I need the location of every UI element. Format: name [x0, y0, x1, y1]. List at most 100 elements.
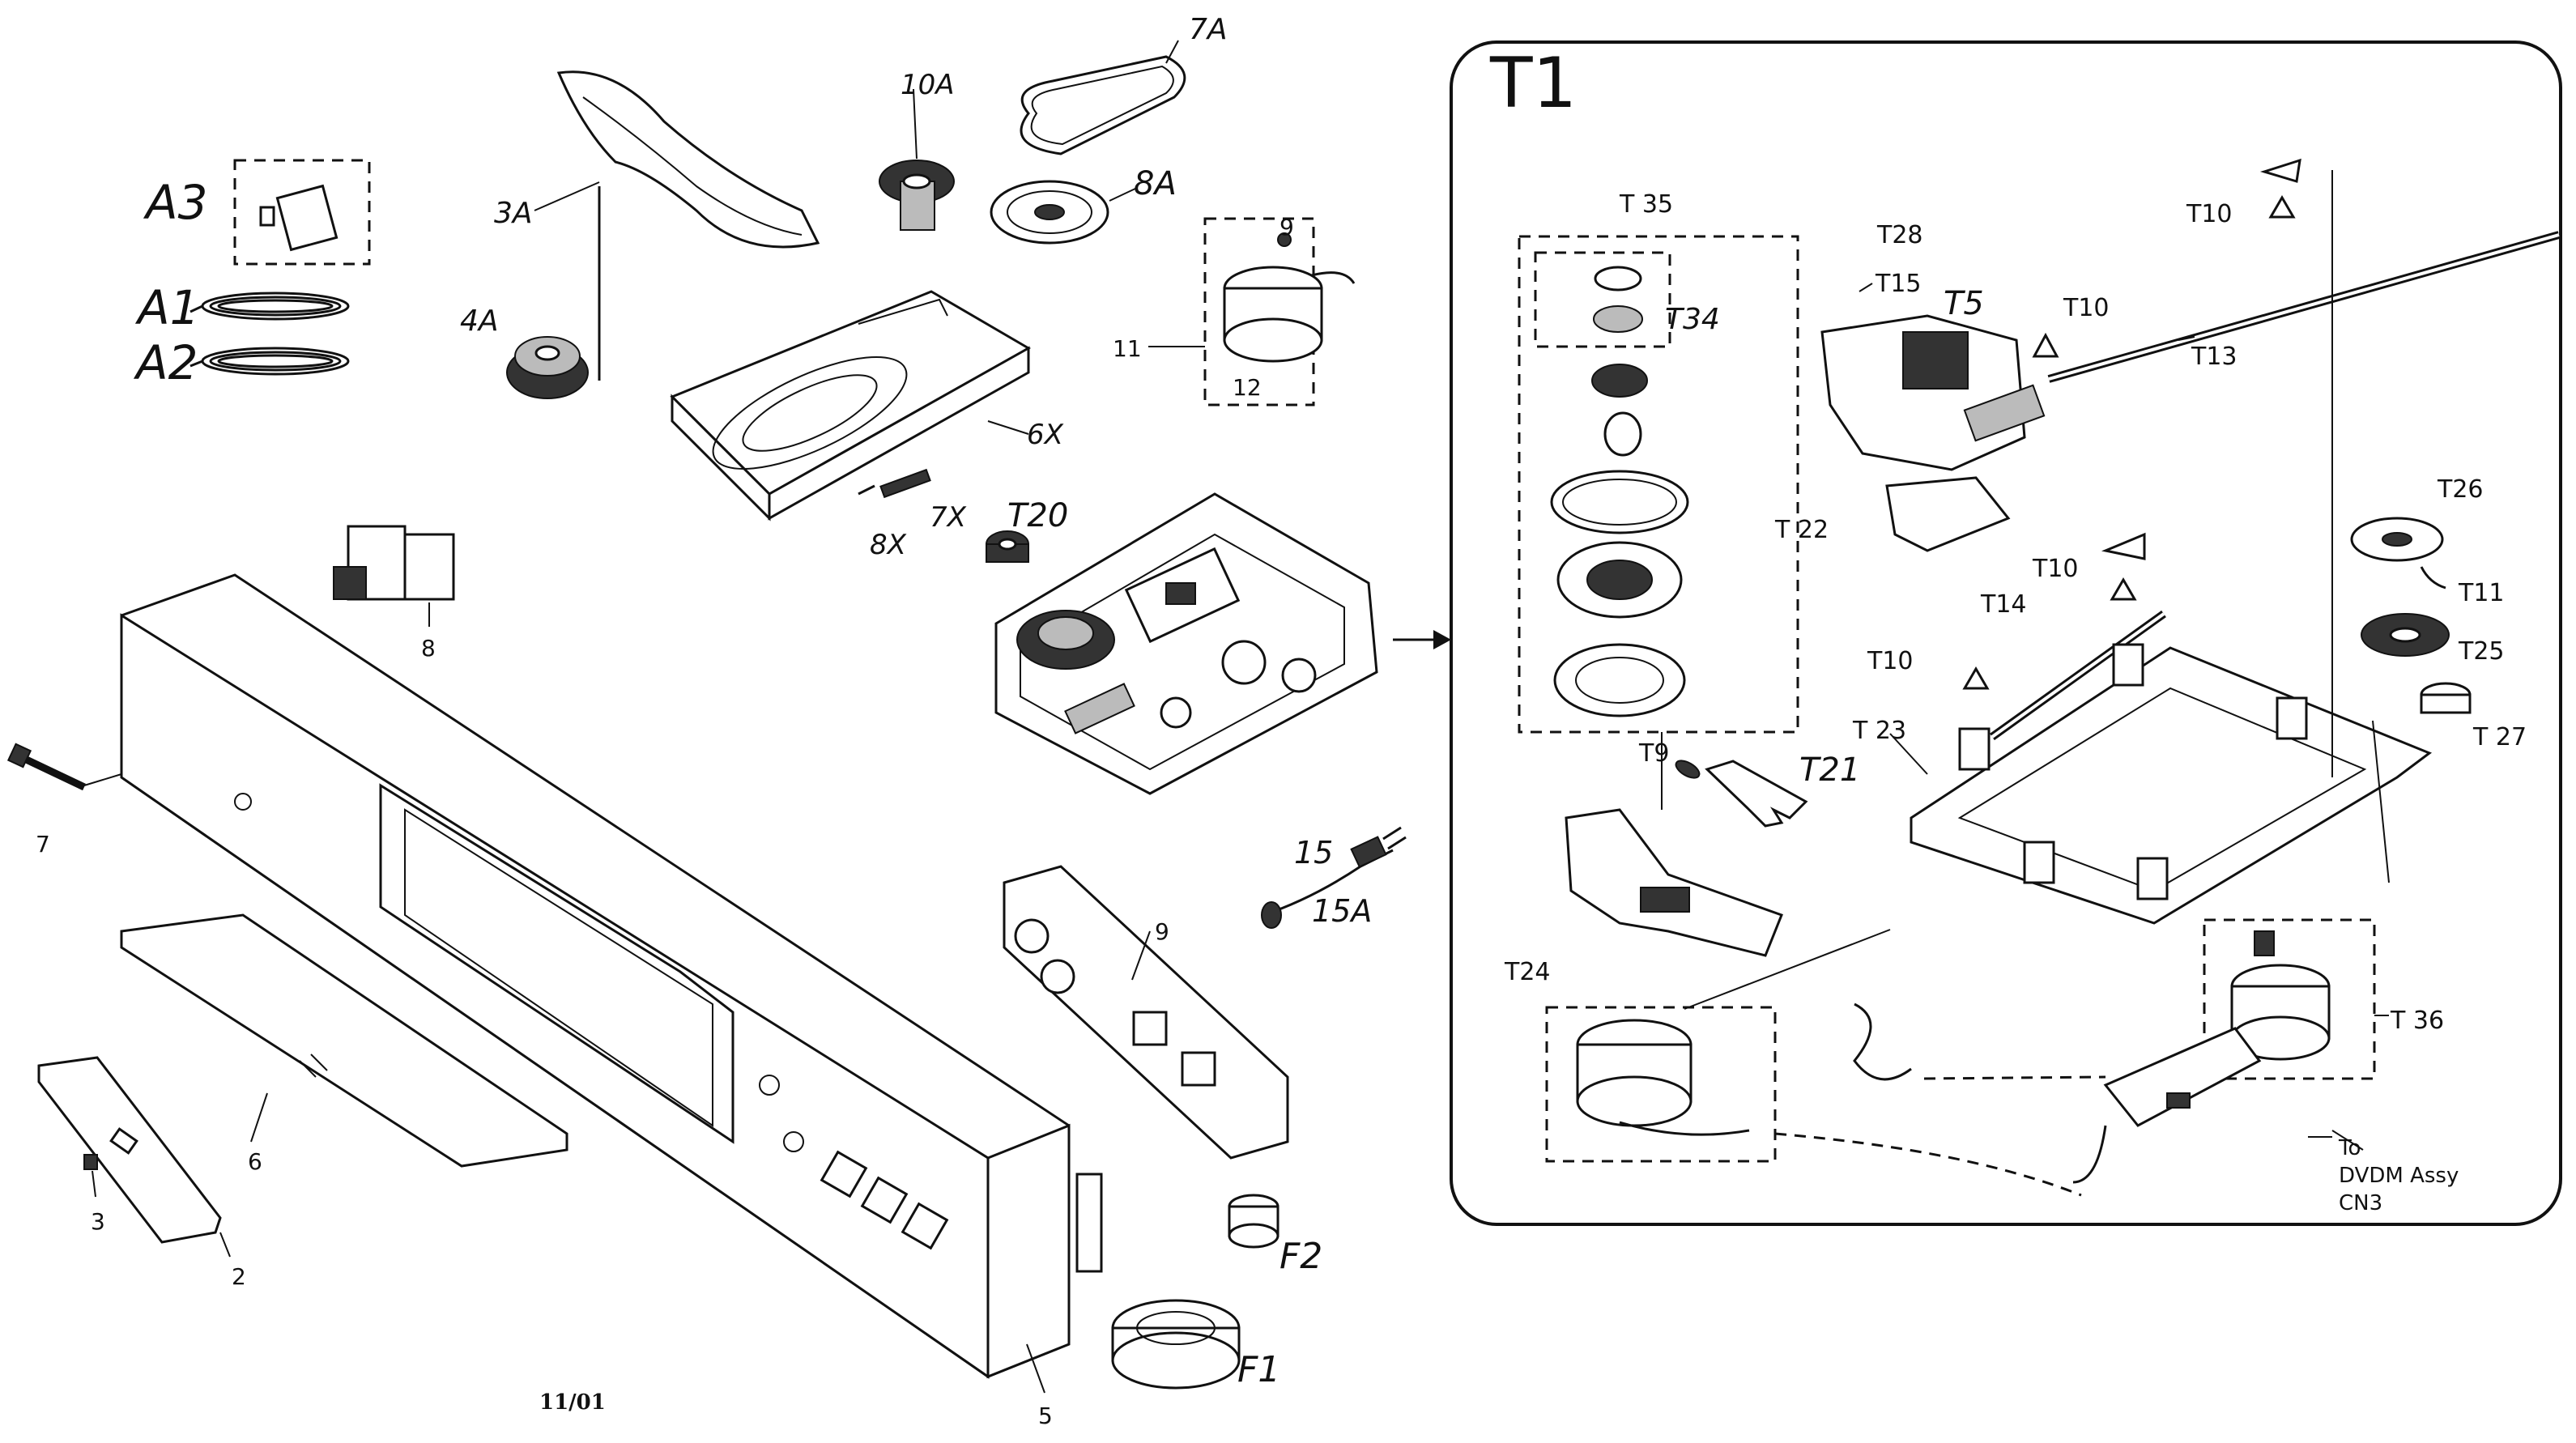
- label-t10-b: T10: [2186, 200, 2233, 228]
- front-panel-5: [120, 573, 1103, 1379]
- label-a2: A2: [133, 335, 198, 390]
- label-t13: T13: [2191, 343, 2238, 371]
- label-15a: 15A: [1312, 893, 1372, 929]
- t36-spindle-motor-pcb: [2072, 918, 2376, 1184]
- label-f2: F2: [1279, 1236, 1322, 1277]
- dvd-mechanism-chassis: [994, 492, 1378, 795]
- label-t10-c: T10: [2032, 555, 2079, 583]
- label-f1: F1: [1237, 1349, 1280, 1390]
- t23-frame: [1910, 643, 2433, 925]
- label-7x: 7X: [930, 501, 967, 534]
- label-8: 8: [421, 635, 436, 662]
- leader-7: [83, 773, 122, 786]
- t24-sled-motor: [1545, 808, 1783, 1163]
- note-line-3: CN3: [2339, 1191, 2382, 1215]
- label-t27: T 27: [2472, 723, 2527, 751]
- gear-4a: [506, 336, 589, 399]
- pulley-8a: [990, 180, 1109, 245]
- a3-part: [275, 184, 338, 252]
- magnet-t20: [986, 530, 1029, 563]
- motor-11-box: [1203, 217, 1356, 407]
- t26-t25-t27-parts: [2350, 517, 2472, 714]
- arrow-to-t1-head: [1433, 630, 1451, 649]
- clip-3: [83, 1154, 98, 1170]
- label-a3: A3: [143, 175, 208, 230]
- belt-7a: [1020, 55, 1186, 155]
- label-11: 11: [1113, 335, 1142, 362]
- label-9: 9: [1279, 214, 1294, 240]
- t5-pickup-assembly: [1820, 314, 2046, 552]
- a2-cable: [189, 347, 350, 376]
- leader-2: [219, 1232, 231, 1258]
- foot-f1: [1111, 1299, 1241, 1390]
- label-6: 6: [248, 1148, 262, 1175]
- leader-10a: [913, 88, 918, 160]
- leader-t23: [1889, 733, 1928, 775]
- label-t5: T5: [1944, 285, 1984, 322]
- label-12: 12: [1233, 374, 1262, 401]
- label-t28: T28: [1876, 221, 1923, 249]
- note-line-2: DVDM Assy: [2339, 1164, 2459, 1188]
- label-7a: 7A: [1189, 13, 1228, 46]
- power-switch-8: [333, 525, 455, 601]
- label-t24: T24: [1504, 958, 1551, 986]
- label-t25: T25: [2458, 637, 2505, 666]
- label-t15: T15: [1875, 270, 1922, 298]
- tray-door-2: [37, 1056, 222, 1244]
- t13-guide-rod: [2047, 231, 2561, 383]
- label-5: 5: [1038, 1403, 1053, 1429]
- display-window-6: [120, 913, 568, 1168]
- t21-t9-parts: [1675, 760, 1808, 828]
- spring-7x-8x: [858, 468, 931, 499]
- label-t11: T11: [2458, 579, 2505, 607]
- leader-6: [250, 1092, 268, 1143]
- label-2: 2: [232, 1263, 246, 1290]
- button-board-9: [1003, 865, 1289, 1160]
- leader-9: [1131, 930, 1151, 981]
- gear-10a: [879, 160, 955, 231]
- label-t9: T9: [1638, 739, 1669, 768]
- foot-f2: [1228, 1194, 1279, 1249]
- label-8x: 8X: [870, 529, 907, 561]
- label-t34: T34: [1665, 303, 1720, 336]
- label-t21: T21: [1799, 751, 1860, 789]
- label-7: 7: [36, 831, 50, 858]
- leader-t13: [2178, 336, 2195, 341]
- connection-lines: [1661, 170, 2390, 1197]
- leader-8a: [1109, 187, 1138, 202]
- label-t23: T 23: [1852, 717, 1906, 745]
- label-t20: T20: [1007, 497, 1068, 534]
- label-9b: 9: [1155, 918, 1169, 945]
- t1-panel-frame: [1450, 40, 2562, 1226]
- label-t10-a: T10: [2063, 294, 2110, 322]
- label-t36: T 36: [2390, 1007, 2444, 1035]
- label-8a: 8A: [1134, 165, 1177, 202]
- power-cord-15: [1261, 826, 1407, 929]
- label-t14: T14: [1980, 590, 2027, 619]
- leader-7a: [1165, 40, 1179, 64]
- screw-7: [6, 743, 86, 791]
- label-a1: A1: [134, 280, 200, 335]
- label-t10-d: T10: [1867, 647, 1914, 675]
- leader-5: [1026, 1343, 1045, 1394]
- leader-t15: [1859, 283, 1873, 292]
- label-6x: 6X: [1027, 419, 1064, 451]
- label-t26: T26: [2437, 475, 2484, 504]
- t35-spindle-stack: [1518, 235, 1799, 734]
- label-3a: 3A: [494, 197, 533, 230]
- label-4a: 4A: [460, 304, 499, 338]
- a1-cable: [189, 292, 350, 321]
- tray-6x: [670, 290, 1032, 521]
- label-15: 15: [1294, 835, 1333, 870]
- a3-small-part: [259, 206, 275, 227]
- accessories-group: A3 A1 A2: [133, 159, 371, 390]
- date-code: 11/01: [539, 1390, 606, 1415]
- label-10a: 10A: [901, 69, 955, 101]
- t14-guide-rod: [1990, 610, 2166, 741]
- label-3: 3: [91, 1208, 105, 1235]
- a3-dashed-box: [233, 159, 371, 266]
- leader-3: [92, 1170, 96, 1198]
- leader-6x: [987, 420, 1029, 435]
- note-line-1: To: [2338, 1136, 2361, 1160]
